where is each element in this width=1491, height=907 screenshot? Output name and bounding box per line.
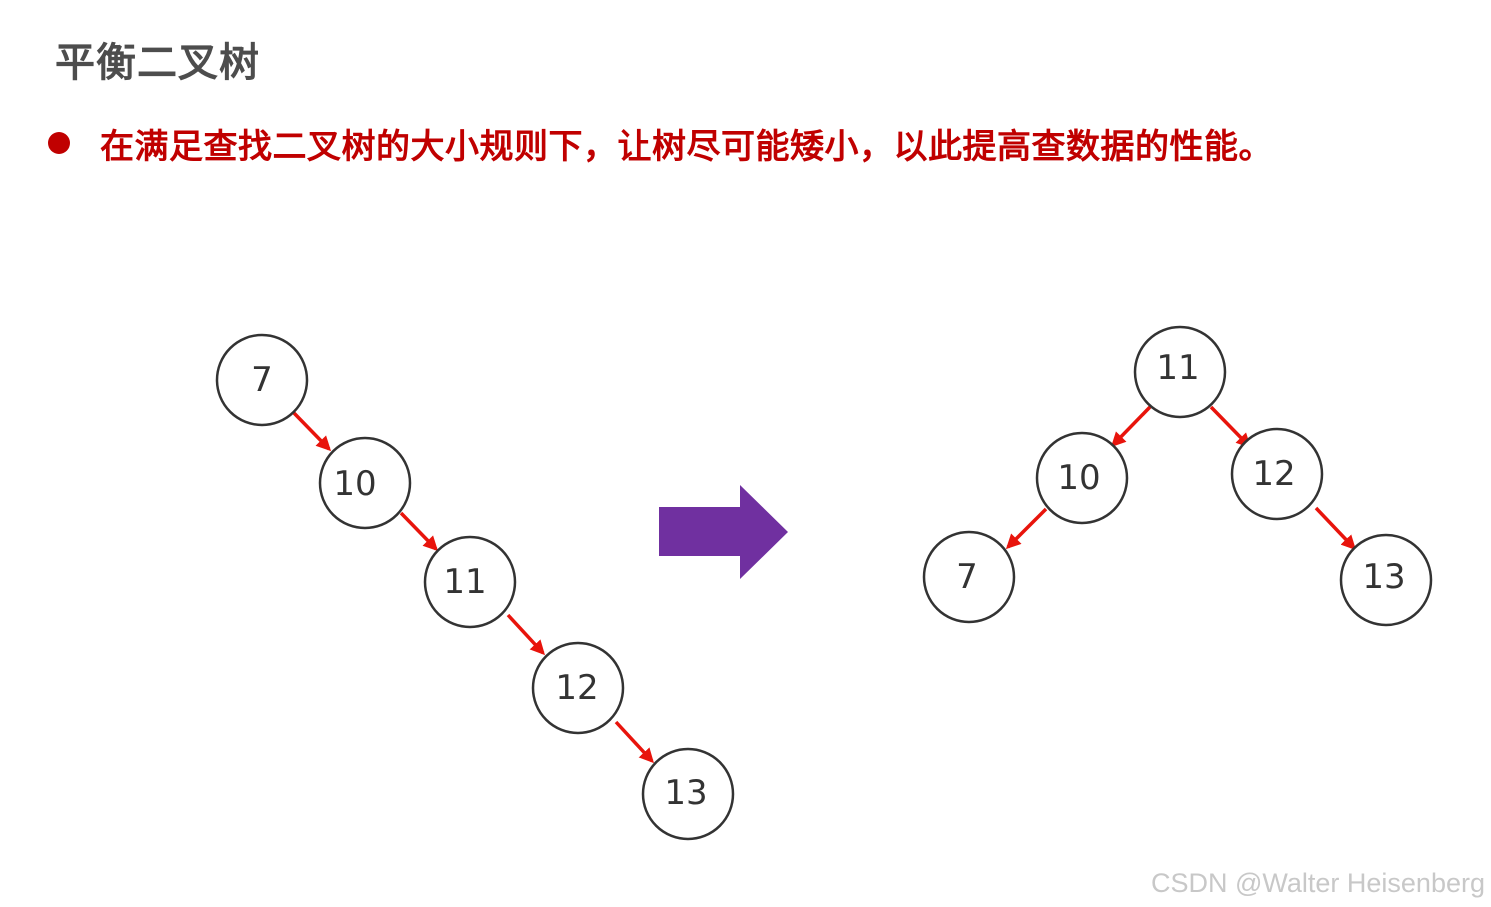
edge-12-13 bbox=[614, 720, 654, 764]
tree-node: 11 bbox=[1133, 325, 1227, 419]
watermark: CSDN @Walter Heisenberg bbox=[1150, 868, 1485, 898]
tree-node: 10 bbox=[318, 436, 412, 530]
node-label: 12 bbox=[1252, 454, 1295, 494]
transform-arrow-icon bbox=[659, 485, 788, 579]
bullet-text: 在满足查找二叉树的大小规则下，让树尽可能矮小，以此提高查数据的性能。 bbox=[100, 126, 1273, 167]
unbalanced-tree: 7 10 11 12 13 bbox=[215, 333, 735, 841]
edge-11-10 bbox=[1110, 405, 1152, 448]
node-label: 10 bbox=[1057, 458, 1100, 498]
page-title: 平衡二叉树 bbox=[55, 40, 260, 86]
node-label: 13 bbox=[664, 773, 707, 813]
node-label: 11 bbox=[443, 562, 486, 602]
node-label: 13 bbox=[1362, 557, 1405, 597]
tree-node: 13 bbox=[1339, 533, 1433, 627]
node-label: 7 bbox=[251, 360, 273, 400]
tree-node: 10 bbox=[1035, 431, 1129, 525]
tree-node: 12 bbox=[531, 641, 625, 735]
bullet-point: 在满足查找二叉树的大小规则下，让树尽可能矮小，以此提高查数据的性能。 bbox=[48, 118, 1273, 168]
tree-node: 11 bbox=[423, 535, 517, 629]
tree-node: 12 bbox=[1230, 427, 1324, 521]
edge-7-10 bbox=[291, 410, 332, 452]
tree-node: 13 bbox=[641, 747, 735, 841]
edge-12-13 bbox=[1314, 506, 1357, 551]
node-label: 11 bbox=[1156, 348, 1199, 388]
edge-10-7 bbox=[1005, 507, 1048, 550]
balanced-tree: 11 10 12 7 13 bbox=[922, 325, 1433, 627]
edge-11-12 bbox=[506, 613, 545, 656]
node-label: 10 bbox=[333, 464, 376, 504]
node-label: 12 bbox=[555, 668, 598, 708]
tree-node: 7 bbox=[922, 530, 1016, 624]
bullet-dot-icon bbox=[48, 132, 70, 154]
tree-node: 7 bbox=[215, 333, 309, 427]
node-label: 7 bbox=[956, 557, 978, 597]
edge-11-12 bbox=[1209, 405, 1252, 449]
edge-10-11 bbox=[399, 511, 439, 552]
